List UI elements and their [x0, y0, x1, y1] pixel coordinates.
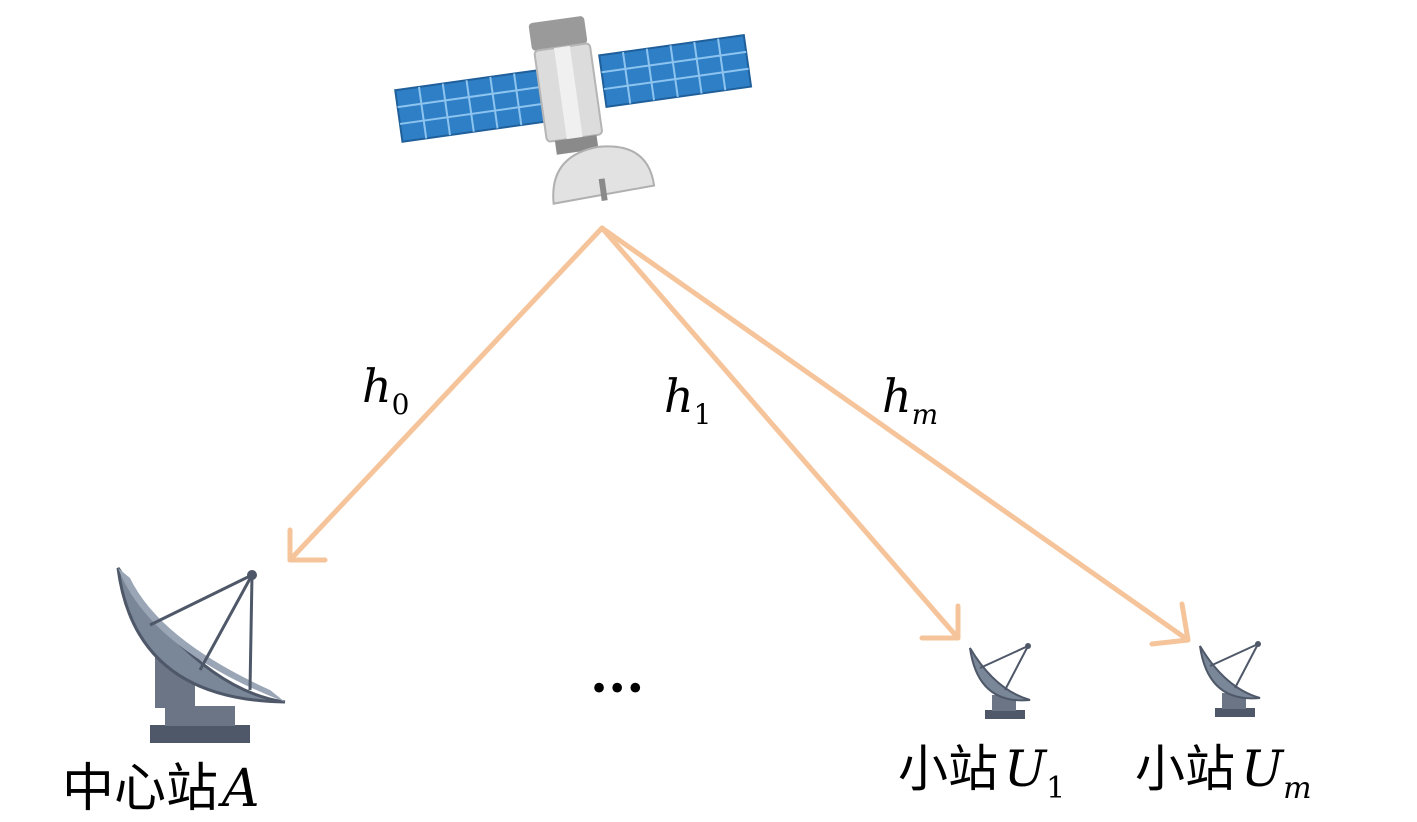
satellite-dish-icon	[969, 643, 1031, 719]
satellite-icon	[394, 16, 753, 205]
station-label-central: 中心站A	[62, 759, 260, 819]
arrow-h0	[287, 225, 605, 563]
ellipsis: ...	[590, 644, 644, 705]
arrow-hm	[599, 225, 1191, 647]
satellite-dish-icon	[1199, 641, 1261, 717]
link-label-hm: hm	[882, 369, 938, 431]
link-label-h0: h0	[362, 359, 409, 421]
arrow-h1	[599, 225, 961, 641]
link-label-h1: h1	[664, 369, 711, 431]
link-arrows	[287, 225, 1191, 647]
satellite-dish-icon	[116, 567, 286, 743]
